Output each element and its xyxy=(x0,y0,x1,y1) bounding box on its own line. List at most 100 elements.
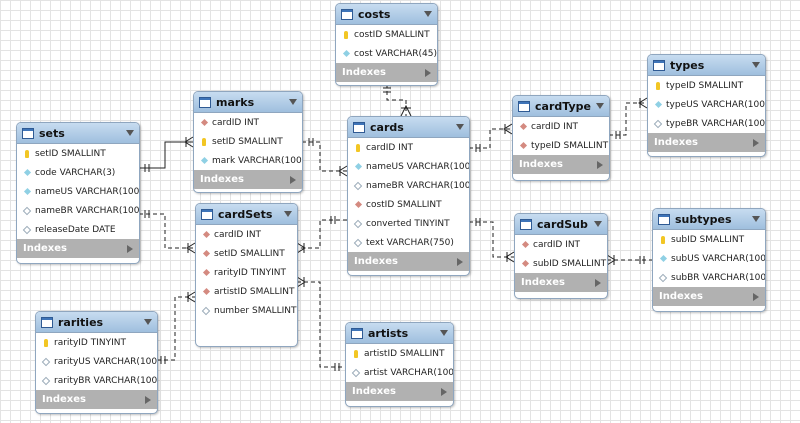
table-header[interactable]: artists xyxy=(346,323,453,344)
table-header[interactable]: types xyxy=(648,55,765,76)
column-row[interactable]: mark VARCHAR(100) xyxy=(194,151,302,170)
indexes-section[interactable]: Indexes xyxy=(515,273,607,292)
table-subtypes[interactable]: subtypes subID SMALLINT subUS VARCHAR(10… xyxy=(652,208,766,312)
collapse-arrow-icon[interactable] xyxy=(144,319,152,325)
column-row[interactable]: artistID SMALLINT xyxy=(346,344,453,363)
column-row[interactable]: nameUS VARCHAR(100) xyxy=(17,182,139,201)
table-header[interactable]: cardType xyxy=(513,96,609,117)
table-marks[interactable]: marks cardID INT setID SMALLINT mark VAR… xyxy=(193,91,303,193)
expand-arrow-icon[interactable] xyxy=(595,278,601,287)
column-row[interactable]: cardID INT xyxy=(196,225,297,244)
column-row[interactable]: typeBR VARCHAR(100) xyxy=(648,114,765,133)
column-row[interactable]: subID SMALLINT xyxy=(515,254,607,273)
column-row[interactable]: cardID INT xyxy=(513,117,609,136)
column-row[interactable]: nameUS VARCHAR(100) xyxy=(348,157,469,176)
column-row[interactable]: setID SMALLINT xyxy=(194,132,302,151)
indexes-section[interactable]: Indexes xyxy=(648,133,765,152)
column-row[interactable]: rarityID TINYINT xyxy=(196,263,297,282)
table-cardType[interactable]: cardType cardID INT typeID SMALLINT Inde… xyxy=(512,95,610,181)
indexes-section[interactable]: Indexes xyxy=(17,239,139,258)
table-header[interactable]: cardSets xyxy=(196,204,297,225)
column-row[interactable]: nameBR VARCHAR(100) xyxy=(348,176,469,195)
nullable-column-icon xyxy=(653,121,663,127)
indexes-section[interactable]: Indexes xyxy=(194,170,302,189)
expand-arrow-icon[interactable] xyxy=(597,160,603,169)
table-header[interactable]: subtypes xyxy=(653,209,765,230)
collapse-arrow-icon[interactable] xyxy=(752,62,760,68)
expand-arrow-icon[interactable] xyxy=(753,292,759,301)
indexes-section[interactable]: Indexes xyxy=(653,287,765,306)
expand-arrow-icon[interactable] xyxy=(127,244,133,253)
expand-arrow-icon[interactable] xyxy=(457,257,463,266)
collapse-arrow-icon[interactable] xyxy=(456,124,464,130)
column-row[interactable]: code VARCHAR(3) xyxy=(17,163,139,182)
column-row[interactable]: setID SMALLINT xyxy=(17,144,139,163)
expand-arrow-icon[interactable] xyxy=(290,175,296,184)
expand-arrow-icon[interactable] xyxy=(425,68,431,77)
collapse-arrow-icon[interactable] xyxy=(440,330,448,336)
table-types[interactable]: types typeID SMALLINT typeUS VARCHAR(100… xyxy=(647,54,766,157)
table-costs[interactable]: costs costID SMALLINT cost VARCHAR(45) I… xyxy=(335,3,438,86)
table-header[interactable]: marks xyxy=(194,92,302,113)
table-sets[interactable]: sets setID SMALLINT code VARCHAR(3) name… xyxy=(16,122,140,264)
column-row[interactable]: setID SMALLINT xyxy=(196,244,297,263)
collapse-arrow-icon[interactable] xyxy=(289,99,297,105)
nullable-column-icon xyxy=(351,370,361,376)
column-label: setID SMALLINT xyxy=(35,148,106,159)
column-row[interactable]: nameBR VARCHAR(100) xyxy=(17,201,139,220)
column-row[interactable]: number SMALLINT xyxy=(196,301,297,320)
expand-arrow-icon[interactable] xyxy=(753,138,759,147)
column-row[interactable]: cost VARCHAR(45) xyxy=(336,44,437,63)
column-row[interactable]: converted TINYINT xyxy=(348,214,469,233)
table-artists[interactable]: artists artistID SMALLINT artist VARCHAR… xyxy=(345,322,454,407)
indexes-section[interactable]: Indexes xyxy=(336,63,437,82)
table-header[interactable]: costs xyxy=(336,4,437,25)
table-header[interactable]: rarities xyxy=(36,312,157,333)
indexes-section[interactable]: Indexes xyxy=(513,155,609,174)
column-icon xyxy=(658,256,668,261)
column-row[interactable]: rarityID TINYINT xyxy=(36,333,157,352)
column-row[interactable]: costID SMALLINT xyxy=(336,25,437,44)
table-header[interactable]: cards xyxy=(348,117,469,138)
table-cardSets[interactable]: cardSets cardID INT setID SMALLINT rarit… xyxy=(195,203,298,347)
column-row[interactable]: cardID INT xyxy=(194,113,302,132)
column-row[interactable]: cardID INT xyxy=(348,138,469,157)
column-icon xyxy=(341,51,351,56)
table-name: subtypes xyxy=(675,212,732,226)
table-name: rarities xyxy=(58,315,104,329)
table-cardSub[interactable]: cardSub cardID INT subID SMALLINT Indexe… xyxy=(514,213,608,299)
column-row[interactable]: rarityBR VARCHAR(100) xyxy=(36,371,157,390)
column-row[interactable]: releaseDate DATE xyxy=(17,220,139,239)
column-row[interactable]: typeID SMALLINT xyxy=(648,76,765,95)
indexes-section[interactable]: Indexes xyxy=(36,390,157,409)
column-row[interactable]: cardID INT xyxy=(515,235,607,254)
column-row[interactable]: subID SMALLINT xyxy=(653,230,765,249)
column-row[interactable]: artist VARCHAR(100) xyxy=(346,363,453,382)
table-cards[interactable]: cards cardID INT nameUS VARCHAR(100) nam… xyxy=(347,116,470,276)
collapse-arrow-icon[interactable] xyxy=(752,216,760,222)
collapse-arrow-icon[interactable] xyxy=(424,11,432,17)
collapse-arrow-icon[interactable] xyxy=(126,130,134,136)
table-rarities[interactable]: rarities rarityID TINYINT rarityUS VARCH… xyxy=(35,311,158,414)
column-row[interactable]: text VARCHAR(750) xyxy=(348,233,469,252)
table-header[interactable]: cardSub xyxy=(515,214,607,235)
column-row[interactable]: rarityUS VARCHAR(100) xyxy=(36,352,157,371)
foreign-key-icon xyxy=(520,242,530,247)
column-icon xyxy=(653,102,663,107)
indexes-section[interactable]: Indexes xyxy=(348,252,469,271)
indexes-section[interactable]: Indexes xyxy=(346,382,453,401)
column-row[interactable]: artistID SMALLINT xyxy=(196,282,297,301)
column-row[interactable]: typeID SMALLINT xyxy=(513,136,609,155)
table-header[interactable]: sets xyxy=(17,123,139,144)
column-row[interactable]: typeUS VARCHAR(100) xyxy=(648,95,765,114)
expand-arrow-icon[interactable] xyxy=(441,387,447,396)
column-row[interactable]: subUS VARCHAR(100) xyxy=(653,249,765,268)
column-label: subBR VARCHAR(100) xyxy=(671,272,766,283)
column-label: artistID SMALLINT xyxy=(364,348,445,359)
expand-arrow-icon[interactable] xyxy=(145,395,151,404)
collapse-arrow-icon[interactable] xyxy=(594,221,602,227)
collapse-arrow-icon[interactable] xyxy=(284,211,292,217)
collapse-arrow-icon[interactable] xyxy=(596,103,604,109)
column-row[interactable]: subBR VARCHAR(100) xyxy=(653,268,765,287)
column-row[interactable]: costID SMALLINT xyxy=(348,195,469,214)
